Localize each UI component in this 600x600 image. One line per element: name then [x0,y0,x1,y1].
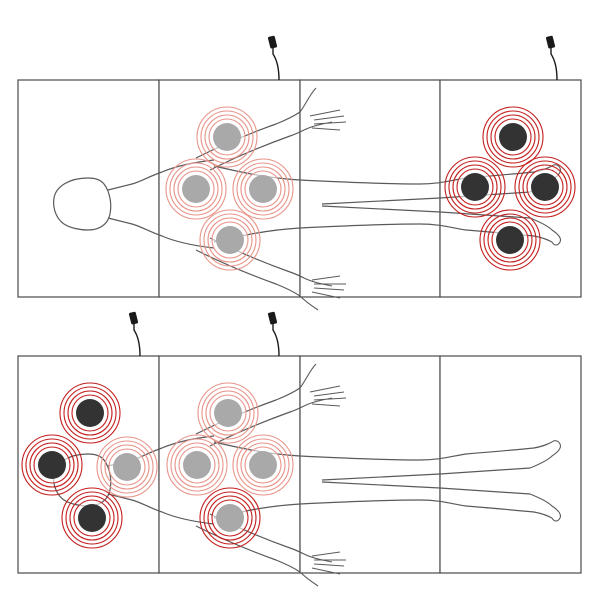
mat-top-zone-node-6 [461,173,489,201]
mat-top-zone-node-2 [182,175,210,203]
mat-top-zone-node-4 [216,226,244,254]
mat-bottom-power-cord-1 [128,311,141,357]
mat-top-zone-node-7 [531,173,559,201]
mat-bottom-zone-node-2 [38,451,66,479]
mat-top-panel-3 [299,79,441,298]
mat-top-vibration-zone-7 [514,156,576,218]
mat-top-vibration-zone-2 [165,158,227,220]
mat-top-vibration-zone-5 [482,106,544,168]
mat-top-panel-1 [17,79,160,298]
mat-bottom-zone-node-6 [183,451,211,479]
mat-top-vibration-zone-8 [479,209,541,271]
mat-top-power-cord-1 [267,35,280,81]
mat-bottom-zone-node-7 [249,451,277,479]
mat-bottom-zone-node-4 [78,504,106,532]
mat-bottom-vibration-zone-3 [96,436,158,498]
mat-bottom-vibration-zone-2 [21,434,83,496]
mat-bottom-vibration-zone-8 [199,487,261,549]
mat-bottom-zone-node-1 [76,399,104,427]
mat-bottom-vibration-zone-1 [59,382,121,444]
mat-bottom-vibration-zone-6 [166,434,228,496]
mat-top-vibration-zone-6 [444,156,506,218]
mat-top-vibration-zone-3 [232,158,294,220]
mat-top-zone-node-8 [496,226,524,254]
mat-bottom [17,311,582,587]
mat-bottom-vibration-zone-5 [197,382,259,444]
mat-top [17,35,582,311]
mat-bottom-zone-node-8 [216,504,244,532]
mat-top-vibration-zone-4 [199,209,261,271]
mat-top-power-cord-2 [545,35,558,81]
mat-top-vibration-zone-1 [196,106,258,168]
mat-top-zone-node-1 [213,123,241,151]
mat-bottom-zone-node-3 [113,453,141,481]
mat-bottom-vibration-zone-7 [232,434,294,496]
mat-bottom-power-cord-2 [267,311,280,357]
mat-bottom-panel-3 [299,355,441,574]
mat-bottom-panel-4 [439,355,582,574]
mat-bottom-vibration-zone-4 [61,487,123,549]
mat-top-zone-node-3 [249,175,277,203]
mat-bottom-zone-node-5 [214,399,242,427]
mat-top-zone-node-5 [499,123,527,151]
